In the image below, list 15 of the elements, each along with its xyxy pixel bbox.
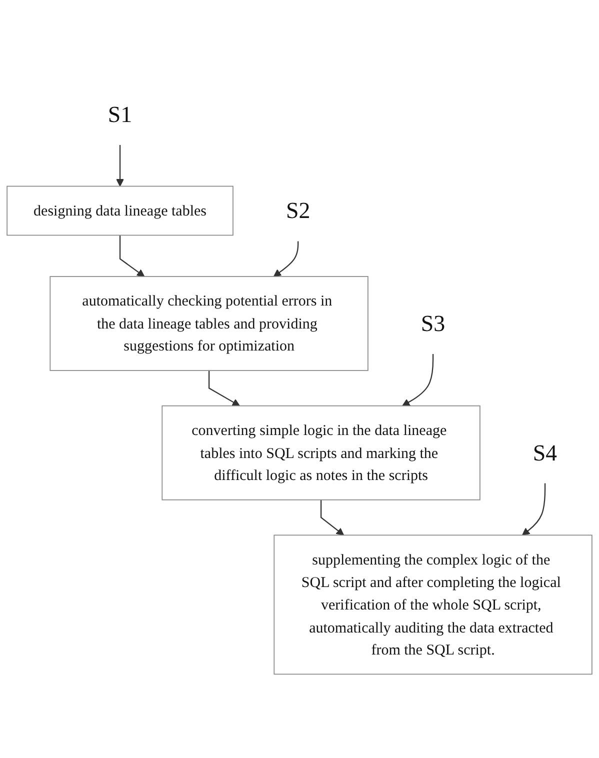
arrow xyxy=(116,144,124,186)
node-text: S2 xyxy=(286,198,310,224)
node-box: converting simple logic in the data lineage tables into SQL scripts and marking the difficult logic as notes in the scripts xyxy=(162,405,480,500)
node-box: supplementing the complex logic of the SQL script and after completing the logical verification of the whole SQL script, automatically auditing the data extracted from the SQL script. xyxy=(274,534,592,674)
arrow xyxy=(522,483,546,536)
node-text: S4 xyxy=(532,440,558,466)
arrow xyxy=(208,370,240,406)
arrow xyxy=(119,235,145,277)
arrow xyxy=(402,354,434,406)
node-text: S3 xyxy=(420,310,446,336)
arrow xyxy=(273,241,299,277)
node-box: designing data lineage tables xyxy=(6,186,234,236)
node-box: automatically checking potential errors in the data lineage tables and providing suggestions for optimization xyxy=(50,276,368,371)
node-text: S1 xyxy=(108,102,132,128)
arrow xyxy=(320,500,344,536)
